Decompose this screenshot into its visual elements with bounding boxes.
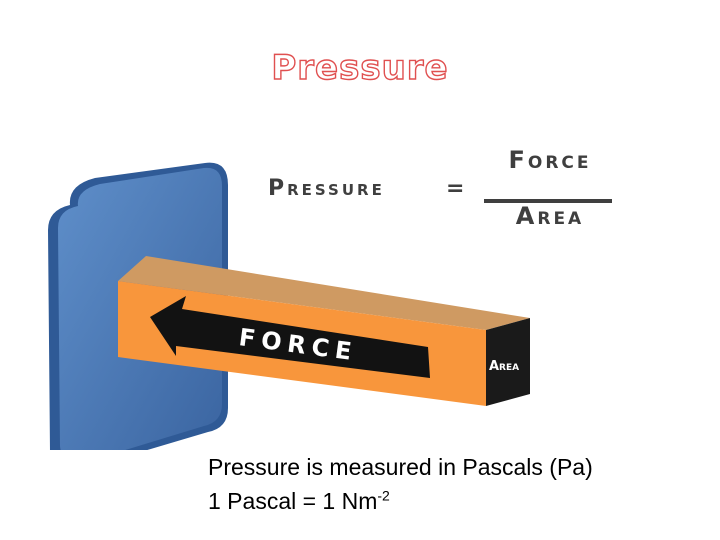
caption-line-1: Pressure is measured in Pascals (Pa) bbox=[208, 454, 593, 480]
equation-equals: = bbox=[446, 176, 465, 201]
force-arrow bbox=[150, 296, 430, 378]
caption: Pressure is measured in Pascals (Pa) 1 P… bbox=[208, 450, 593, 518]
caption-line-2-exponent: -2 bbox=[377, 487, 390, 504]
pressure-diagram: FORCE Area bbox=[48, 162, 530, 450]
equation-denominator: Area bbox=[515, 202, 585, 230]
caption-line-2-main: 1 Pascal = 1 Nm bbox=[208, 488, 378, 514]
equation-left: Pressure bbox=[268, 176, 385, 201]
page-title: Pressure bbox=[271, 47, 449, 88]
area-label: Area bbox=[489, 359, 519, 374]
bar-top bbox=[118, 256, 530, 330]
equation-numerator: Force bbox=[508, 146, 592, 174]
bar-end-face bbox=[486, 318, 530, 406]
caption-line-2: 1 Pascal = 1 Nm-2 bbox=[208, 484, 593, 518]
fraction-bar bbox=[484, 199, 612, 203]
